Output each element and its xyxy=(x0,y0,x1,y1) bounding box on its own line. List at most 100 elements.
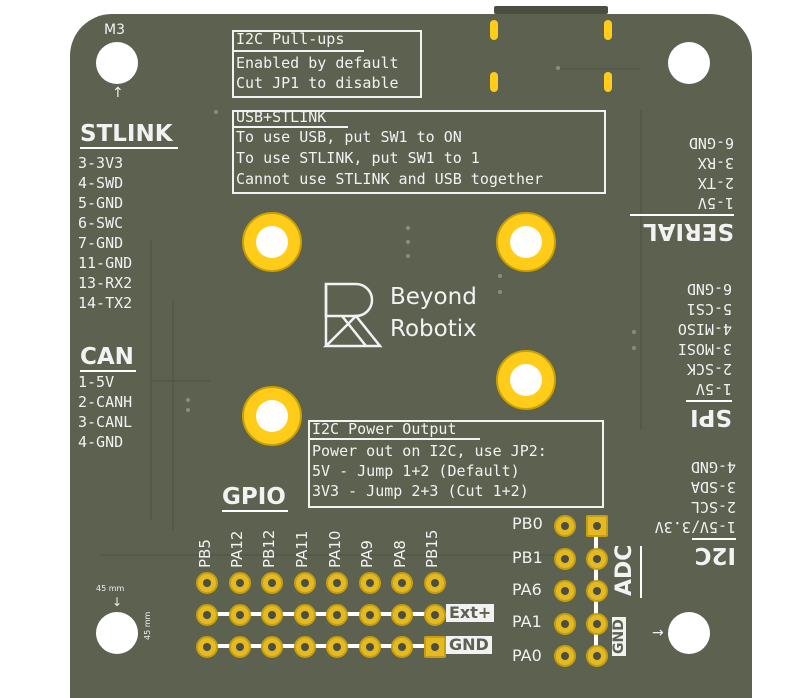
stlink-title: STLINK xyxy=(80,121,173,147)
right-arrow-icon: → xyxy=(652,625,664,641)
adc-pad[interactable] xyxy=(554,580,576,602)
spi-title: SPI xyxy=(690,404,732,430)
i2c-block: I2C 1-5V/3.3V 2-SCL 3-SDA 4-GND xyxy=(626,450,736,568)
adc-pin-label: PB1 xyxy=(512,548,543,567)
usb-stlink-title: USB+STLINK xyxy=(236,108,327,126)
adc-pad[interactable] xyxy=(554,515,576,537)
stlink-pin: 13-RX2 xyxy=(78,274,133,292)
i2c-pin: 1-5V/3.3V xyxy=(654,518,736,536)
ext-pad[interactable] xyxy=(294,604,316,626)
gpio-pin-label: PB12 xyxy=(260,529,278,568)
adc-gnd-pad[interactable] xyxy=(586,645,608,667)
ext-pad[interactable] xyxy=(359,604,381,626)
adc-gnd-label: GND xyxy=(611,617,627,656)
dimension-label-side: 45 mm xyxy=(143,611,152,640)
i2c-pullups-title: I2C Pull-ups xyxy=(236,30,345,48)
i2c-pin: 3-SDA xyxy=(690,478,736,496)
adc-pad[interactable] xyxy=(554,548,576,570)
gnd-pad[interactable] xyxy=(294,636,316,658)
serial-title: SERIAL xyxy=(642,218,734,244)
ext-label: Ext+ xyxy=(446,604,495,622)
adc-pin-label: PA0 xyxy=(512,646,542,665)
gpio-pad[interactable] xyxy=(424,572,446,594)
i2c-pullups-line1: Enabled by default xyxy=(236,54,399,72)
usb-stlink-line2: To use STLINK, put SW1 to 1 xyxy=(236,149,480,167)
can-pin: 2-CANH xyxy=(78,393,133,411)
standoff-pad xyxy=(496,212,556,272)
adc-pin-label: PA6 xyxy=(512,580,542,599)
ext-pad[interactable] xyxy=(391,604,413,626)
gnd-pad[interactable] xyxy=(391,636,413,658)
gpio-pad[interactable] xyxy=(196,572,218,594)
spi-pin: 6-GND xyxy=(686,280,732,298)
adc-pad[interactable] xyxy=(554,645,576,667)
standoff-pad xyxy=(242,386,302,446)
gpio-pad[interactable] xyxy=(261,572,283,594)
spi-pin-list: 1-5V 2-SCK 3-MOSI 4-MISO 5-CS1 6-GND xyxy=(677,276,732,398)
i2c-title-underline xyxy=(692,538,736,540)
usb-stlink-box xyxy=(232,110,606,194)
spi-block: SPI 1-5V 2-SCK 3-MOSI 4-MISO 5-CS1 6-GND xyxy=(646,274,732,430)
gpio-title-underline xyxy=(222,510,288,512)
adc-gnd-pad[interactable] xyxy=(586,580,608,602)
usb-slot xyxy=(604,20,612,40)
trace xyxy=(560,68,640,70)
ext-pad[interactable] xyxy=(229,604,251,626)
gnd-pad[interactable] xyxy=(196,636,218,658)
usb-connector-outline xyxy=(494,6,608,14)
gpio-pad[interactable] xyxy=(326,572,348,594)
trace xyxy=(172,300,174,530)
i2c-power-line3: 3V3 - Jump 2+3 (Cut 1+2) xyxy=(312,482,529,500)
gpio-pad[interactable] xyxy=(294,572,316,594)
gnd-pad-square[interactable] xyxy=(424,636,446,658)
ext-pad[interactable] xyxy=(196,604,218,626)
trace xyxy=(100,554,560,556)
adc-gnd-pad[interactable] xyxy=(586,548,608,570)
can-pin: 3-CANL xyxy=(78,413,133,431)
serial-title-underline xyxy=(630,214,734,216)
mounting-hole-top-left xyxy=(96,42,138,84)
adc-gnd-pad[interactable] xyxy=(586,613,608,635)
spi-pin: 1-5V xyxy=(695,380,732,398)
i2c-pin: 4-GND xyxy=(690,458,736,476)
standoff-pad xyxy=(496,350,556,410)
can-pin: 1-5V xyxy=(78,373,115,391)
mounting-hole-top-right xyxy=(668,42,710,84)
gpio-pin-label: PB15 xyxy=(423,529,441,568)
gpio-pin-label: PA8 xyxy=(391,540,409,568)
dimension-label-top: 45 mm xyxy=(96,584,125,593)
gnd-pad[interactable] xyxy=(229,636,251,658)
i2c-power-line2: 5V - Jump 1+2 (Default) xyxy=(312,462,520,480)
stlink-pin: 6-SWC xyxy=(78,214,124,232)
adc-pad[interactable] xyxy=(554,613,576,635)
i2c-title: I2C xyxy=(694,542,736,568)
gnd-label: GND xyxy=(446,636,492,654)
ext-pad[interactable] xyxy=(424,604,446,626)
stlink-pin-list: 3-3V3 4-SWD 5-GND 6-SWC 7-GND 11-GND 13-… xyxy=(78,156,132,316)
gnd-pad[interactable] xyxy=(326,636,348,658)
gnd-pad[interactable] xyxy=(261,636,283,658)
stlink-pin: 3-3V3 xyxy=(78,154,124,172)
usb-slot xyxy=(604,72,612,92)
gpio-pad[interactable] xyxy=(391,572,413,594)
via xyxy=(406,254,410,258)
beyond-robotix-logo-icon xyxy=(322,282,383,348)
stlink-pin: 11-GND xyxy=(78,254,133,272)
via xyxy=(556,66,560,70)
adc-gnd-pad-square[interactable] xyxy=(586,515,608,537)
serial-pin: 3-RX xyxy=(697,154,734,172)
spi-title-underline xyxy=(686,400,732,402)
trace xyxy=(640,110,642,430)
gpio-pin-label: PB5 xyxy=(196,539,214,568)
ext-pad[interactable] xyxy=(261,604,283,626)
gpio-pad[interactable] xyxy=(359,572,381,594)
gpio-pad[interactable] xyxy=(229,572,251,594)
via xyxy=(406,226,410,230)
ext-pad[interactable] xyxy=(326,604,348,626)
spi-pin: 4-MISO xyxy=(677,320,732,338)
i2c-pullups-box xyxy=(232,30,422,98)
serial-block: SERIAL 1-5V 2-TX 3-RX 6-GND xyxy=(626,130,734,244)
gnd-pad[interactable] xyxy=(359,636,381,658)
ext-rail xyxy=(204,612,440,616)
m3-label: M3 xyxy=(104,22,125,38)
